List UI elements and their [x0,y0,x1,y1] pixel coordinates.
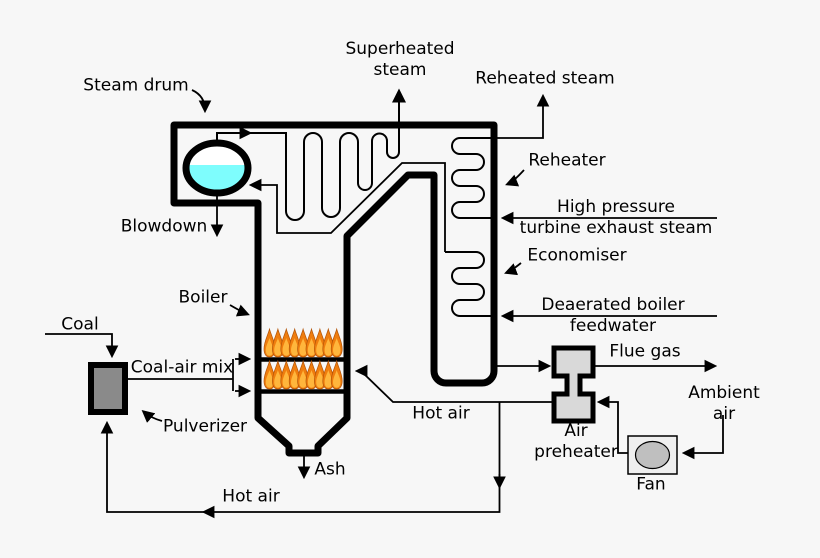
hot-air-to-furnace-line [354,364,554,403]
flame-row-upper [264,329,342,357]
economiser-coil [445,251,496,317]
reheated-steam-line [492,93,550,139]
reheater-coil [451,137,496,219]
steam-drum-shape [182,139,252,197]
coal-feed-line [45,333,119,359]
burner-grates [261,357,344,394]
economiser-pointer [504,262,522,276]
coal-air-mix-line [128,359,234,391]
fan-rotor [634,440,671,470]
pulverizer-shape [88,362,128,415]
air-preheater-shape [551,345,596,424]
steam-drum-pointer [191,89,212,114]
label-pointer-arrows [141,89,525,423]
flame-row-lower [264,361,342,389]
reheater-pointer [505,169,525,187]
fan-to-preheater-line [596,395,628,454]
pulverizer-pointer [141,409,163,423]
superheater-coil [216,88,406,221]
economiser-to-drum-line [248,162,446,252]
boiler-pointer [229,304,250,317]
ambient-air-line [681,415,724,460]
hot-air-to-pulverizer-line [100,402,501,513]
